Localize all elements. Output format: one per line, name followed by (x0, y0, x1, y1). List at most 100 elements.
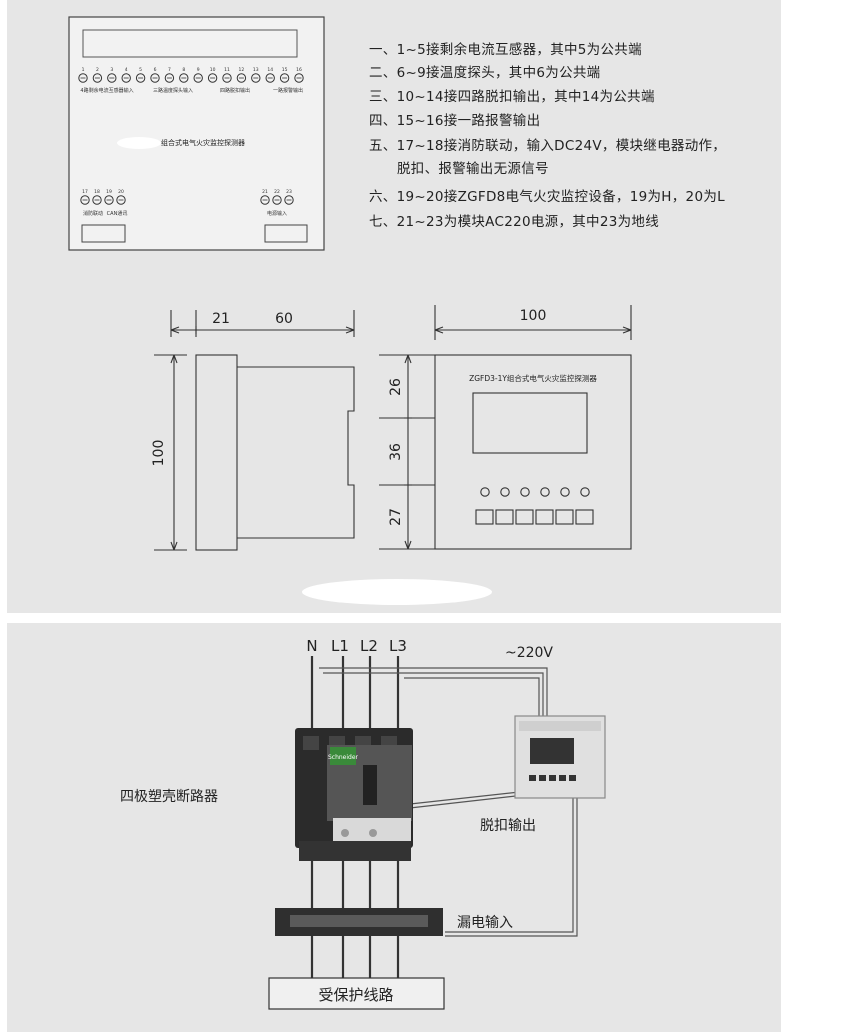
terminal-number: 23 (286, 189, 292, 195)
terminal-number: 14 (267, 67, 273, 73)
terminal-number: 10 (210, 67, 216, 73)
label-power-input: 电源输入 (267, 210, 287, 217)
front-led-row (480, 487, 590, 497)
monitor-device (514, 715, 606, 799)
breaker-lower-terminals (299, 841, 411, 861)
breaker-brand: Schneider (328, 754, 359, 761)
arrow (345, 329, 355, 334)
terminal-number: 7 (168, 67, 171, 73)
terminal-number: 9 (197, 67, 200, 73)
terminal-number: 13 (253, 67, 259, 73)
dim-section-bottom: 27 (388, 508, 404, 526)
power-wire-1 (319, 667, 548, 718)
leakage-wire-2 (445, 793, 578, 937)
blurred-logo (117, 137, 161, 149)
front-key (515, 509, 534, 525)
front-led (560, 487, 570, 497)
terminal-group-labels: 4路剩余电流互感器输入 三路温度探头输入 四路脱扣输出 一路报警输出 (80, 87, 303, 94)
arrow (407, 354, 412, 364)
arrow (173, 541, 178, 551)
front-key (555, 509, 574, 525)
leakage-input-label: 漏电输入 (457, 915, 513, 931)
device-key (529, 775, 536, 781)
note-4: 四、15~16接一路报警输出 (369, 113, 541, 129)
breaker-brand-plate (330, 747, 356, 765)
front-key (535, 509, 554, 525)
side-body-outline (237, 366, 355, 539)
protected-line-label: 受保护线路 (318, 986, 393, 1004)
line-label-l2: L2 (360, 637, 378, 655)
note-2: 二、6~9接温度探头，其中6为公共端 (369, 65, 601, 81)
arrow (170, 326, 180, 331)
arrow (170, 329, 180, 334)
power-wire-2 (323, 672, 544, 718)
group-label-trip: 四路脱扣输出 (220, 87, 250, 94)
group-label-leakage: 4路剩余电流互感器输入 (80, 87, 133, 94)
note-6: 六、19~20接ZGFD8电气火灾监控设备，19为H，20为L (369, 189, 725, 205)
side-front-bezel (195, 354, 238, 551)
note-3: 三、10~14接四路脱扣输出，其中14为公共端 (369, 89, 655, 105)
terminal-number: 12 (239, 67, 245, 73)
dim-depth-front: 21 (212, 311, 230, 327)
trip-dial (341, 829, 349, 837)
arrow (345, 326, 355, 331)
bottom-right-port (264, 224, 308, 243)
terminal-number: 17 (82, 189, 88, 195)
leakage-wire-1 (445, 793, 574, 933)
terminal-number: 19 (106, 189, 112, 195)
device-key (569, 775, 576, 781)
terminal-number: 20 (118, 189, 124, 195)
breaker-handle (363, 765, 377, 805)
bottom-right-terminals: 21 22 23 (260, 189, 294, 205)
protected-line-box (268, 977, 445, 1010)
label-can-comm: CAN通讯 (107, 210, 128, 217)
arrow (434, 329, 444, 334)
arrow (622, 329, 632, 334)
module-label-window (82, 29, 298, 58)
breaker-label: 四极塑壳断路器 (120, 788, 218, 805)
terminal-number: 15 (282, 67, 288, 73)
terminal-number: 4 (125, 67, 128, 73)
front-led (580, 487, 590, 497)
terminal-number: 21 (262, 189, 268, 195)
arrow (407, 540, 412, 550)
bottom-left-terminals: 17 18 19 20 (80, 189, 126, 205)
trip-dial (369, 829, 377, 837)
terminal-number: 1 (82, 67, 85, 73)
front-led (480, 487, 490, 497)
side-view (154, 310, 355, 551)
front-led (520, 487, 530, 497)
module-title: 组合式电气火灾监控探测器 (161, 138, 245, 147)
terminal-number: 11 (224, 67, 230, 73)
arrow (404, 540, 409, 550)
dim-depth-body: 60 (275, 311, 293, 327)
terminal-number: 16 (296, 67, 302, 73)
dim-section-top: 26 (388, 378, 404, 396)
device-header (519, 721, 601, 731)
device-key (549, 775, 556, 781)
device-screen (530, 738, 574, 764)
leakage-sensor-window (290, 915, 428, 927)
dim-section-mid: 36 (388, 443, 404, 461)
label-fire-linkage: 消防联动 (83, 210, 103, 217)
front-display (472, 392, 588, 454)
front-key-row (475, 509, 594, 525)
note-7: 七、21~23为模块AC220电源，其中23为地线 (369, 214, 660, 230)
terminal-number: 2 (96, 67, 99, 73)
arrow (170, 354, 175, 364)
breaker-terminal (303, 736, 319, 750)
device-key (539, 775, 546, 781)
front-panel-title: ZGFD3-1Y组合式电气火灾监控探测器 (469, 373, 597, 383)
note-1: 一、1~5接剩余电流互感器，其中5为公共端 (369, 42, 642, 58)
arrow (170, 541, 175, 551)
terminal-number: 18 (94, 189, 100, 195)
device-key (559, 775, 566, 781)
terminal-number: 22 (274, 189, 280, 195)
note-5-cont: 脱扣、报警输出无源信号 (397, 161, 549, 177)
bottom-panel: N L1 L2 L3 ~220V (7, 623, 781, 1032)
terminal-number: 3 (110, 67, 113, 73)
blurred-watermark (302, 579, 492, 605)
